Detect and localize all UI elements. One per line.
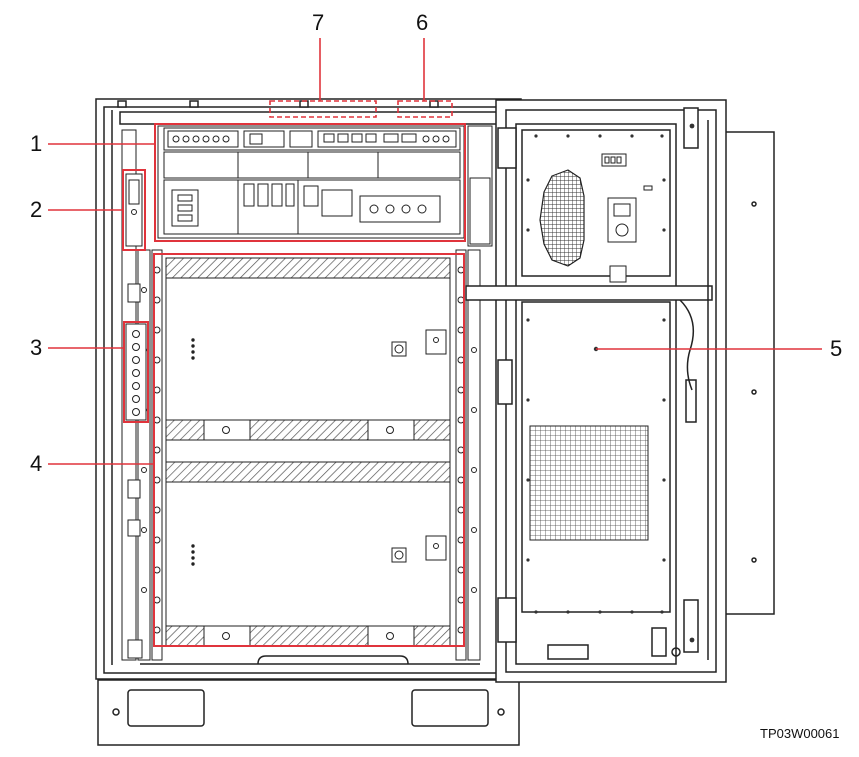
- battery-compartment-upper: [165, 257, 451, 441]
- callout-7: 7: [312, 10, 325, 35]
- door-fan-grille: [539, 169, 585, 267]
- highlight-item-7: [269, 100, 377, 118]
- highlights: [122, 100, 466, 647]
- figure-id-label: TP03W00061: [760, 726, 840, 741]
- left-small-device: [125, 173, 143, 247]
- callout-3: 3: [30, 335, 43, 360]
- highlight-item-3: [123, 321, 149, 423]
- power-subrack: [157, 125, 465, 239]
- highlight-item-6: [397, 100, 453, 118]
- cabinet-base: [97, 655, 520, 746]
- ground-bar: [125, 283, 147, 659]
- highlight-item-1: [154, 123, 466, 242]
- callout-5: 5: [830, 336, 843, 361]
- door-controller: [601, 153, 653, 283]
- battery-compartment-lower: [165, 439, 451, 647]
- callout-6: 6: [416, 10, 429, 35]
- cabinet-door: [465, 99, 775, 683]
- callout-4: 4: [30, 451, 43, 476]
- leader-lines: [48, 38, 822, 465]
- highlight-item-4: [153, 253, 465, 647]
- door-vent-grille: [529, 425, 649, 541]
- callout-2: 2: [30, 197, 43, 222]
- callout-1: 1: [30, 131, 43, 156]
- right-cable-box: [467, 125, 493, 247]
- door-screw-holes: [526, 123, 695, 643]
